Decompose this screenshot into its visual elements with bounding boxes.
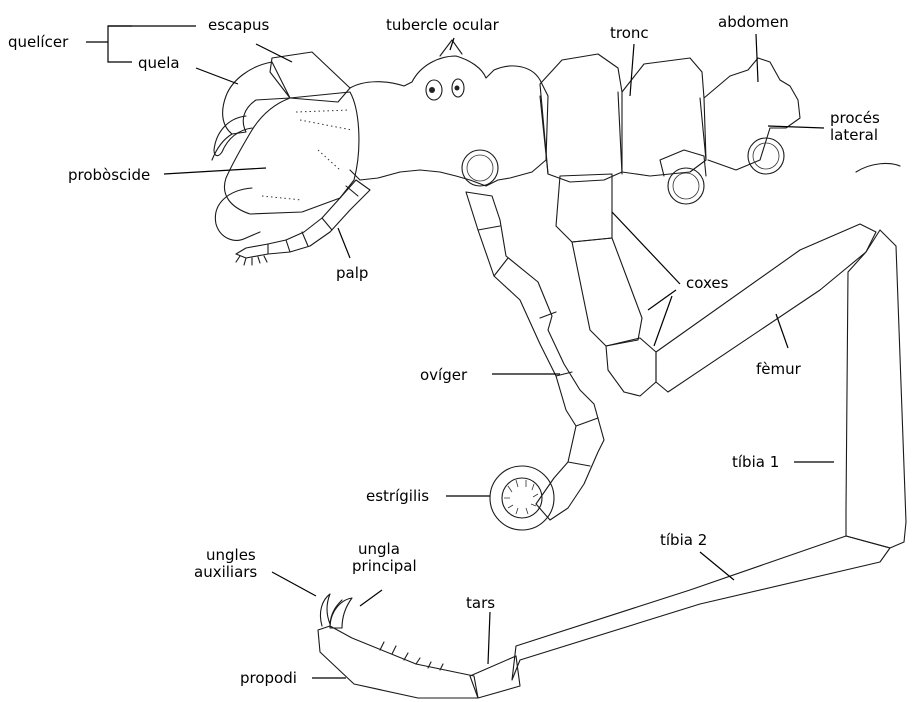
lateral-process-stump xyxy=(660,150,706,176)
body-edge xyxy=(856,164,900,172)
label-coxes: coxes xyxy=(686,274,729,292)
label-oviger: ovíger xyxy=(420,366,468,384)
leg-stump-2-inner xyxy=(673,173,699,199)
label-abdomen: abdomen xyxy=(718,13,789,31)
propodus-outline xyxy=(318,626,478,698)
label-femur: fèmur xyxy=(756,360,802,378)
label-ungla-principal-2: principal xyxy=(352,557,417,575)
label-ungles-auxiliars-2: auxiliars xyxy=(194,563,257,581)
label-ungla-principal-1: ungla xyxy=(358,540,400,558)
specimen-outline xyxy=(212,40,906,698)
label-escapus: escapus xyxy=(208,16,270,34)
label-tars: tars xyxy=(466,594,495,612)
proboscis-outline xyxy=(224,92,358,214)
trunk-joint-2 xyxy=(618,92,622,174)
label-tibia-2: tíbia 2 xyxy=(660,531,707,549)
eye-right-pupil xyxy=(455,86,460,91)
label-quelicer: quelícer xyxy=(8,33,69,51)
coxa-3 xyxy=(606,338,656,396)
strigil-teeth xyxy=(504,480,538,514)
leg-stump-1-inner xyxy=(467,155,493,181)
label-estrigilis: estrígilis xyxy=(366,487,429,505)
label-tibia-1: tíbia 1 xyxy=(732,453,779,471)
scape-outline xyxy=(270,52,350,102)
proboscis-dots xyxy=(262,110,352,200)
label-tronc: tronc xyxy=(610,24,649,42)
label-palp: palp xyxy=(336,264,368,282)
coxa-1 xyxy=(556,174,612,242)
label-proces-lateral-1: procés xyxy=(830,109,880,127)
label-propodi: propodi xyxy=(240,669,297,687)
strigil-ring xyxy=(490,466,554,530)
label-quela: quela xyxy=(138,54,180,72)
labels: quelícer escapus quela tubercle ocular t… xyxy=(8,13,880,687)
cephalon-outline xyxy=(350,56,548,186)
label-tubercle-ocular: tubercle ocular xyxy=(386,16,500,34)
auxiliary-claws xyxy=(320,594,342,626)
eye-left-pupil xyxy=(429,87,435,93)
coxa-2 xyxy=(572,238,642,346)
tibia-2-outline xyxy=(512,536,890,680)
palp-outline xyxy=(236,180,370,258)
leg-stump-3-inner xyxy=(753,143,779,169)
label-proboscide: probòscide xyxy=(68,166,150,184)
chela-finger-2 xyxy=(212,134,232,160)
tibia-1-outline xyxy=(846,230,906,548)
propodus-spines xyxy=(380,642,443,670)
label-ungles-auxiliars-1: ungles xyxy=(206,546,256,564)
label-proces-lateral-2: lateral xyxy=(830,126,878,144)
trunk-segment-1 xyxy=(540,54,622,182)
trunk-segment-3 xyxy=(704,58,800,170)
oviger-segments xyxy=(478,226,598,466)
chela-finger xyxy=(214,116,252,156)
